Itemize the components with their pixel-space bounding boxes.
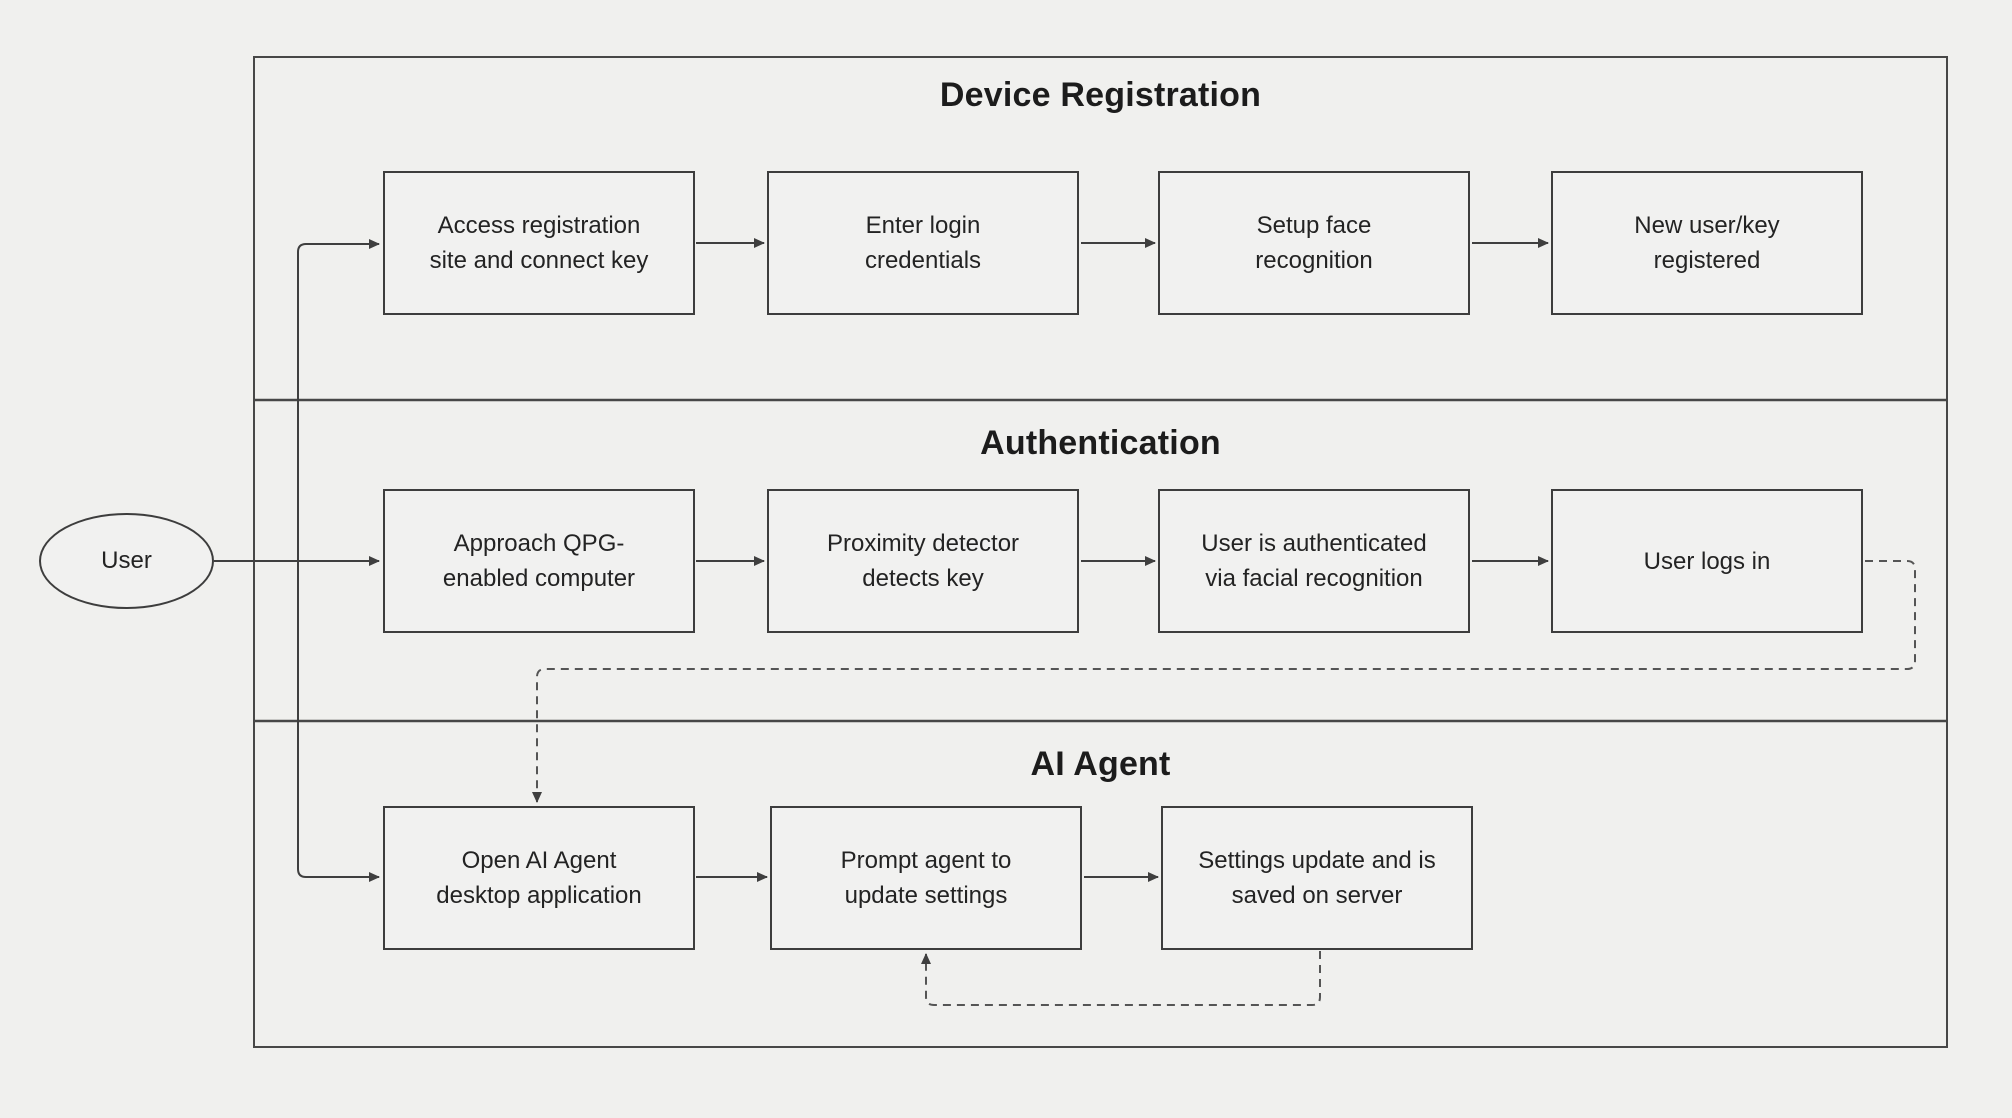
- node-enter-login-credentials: Enter login credentials: [767, 171, 1079, 315]
- lane-title-ai-agent: AI Agent: [1030, 745, 1171, 783]
- node-open-ai-agent-desktop-app: Open AI Agent desktop application: [383, 806, 695, 950]
- lane-title-authentication: Authentication: [980, 424, 1221, 462]
- node-label: Access registration site and connect key: [429, 212, 649, 274]
- swimlane-container: [253, 56, 1948, 1048]
- edge-user-reg1: [297, 239, 380, 561]
- node-new-user-key-registered: New user/key registered: [1551, 171, 1863, 315]
- node-label: Proximity detector detects key: [826, 530, 1020, 592]
- edge-ai3-ai2-dashed: [921, 951, 1321, 1006]
- node-label: Enter login credentials: [864, 212, 982, 274]
- node-label: Setup face recognition: [1255, 212, 1373, 274]
- node-label: Approach QPG- enabled computer: [442, 530, 636, 592]
- node-setup-face-recognition: Setup face recognition: [1158, 171, 1470, 315]
- node-label: User is authenticated via facial recogni…: [1201, 530, 1427, 592]
- actor-user-label: User: [101, 547, 152, 574]
- node-user-logs-in: User logs in: [1551, 489, 1863, 633]
- node-settings-update-saved-server: Settings update and is saved on server: [1161, 806, 1473, 950]
- node-prompt-agent-update-settings: Prompt agent to update settings: [770, 806, 1082, 950]
- node-proximity-detector-detects-key: Proximity detector detects key: [767, 489, 1079, 633]
- node-label: Settings update and is saved on server: [1198, 847, 1436, 909]
- edge-user-ai1: [297, 561, 380, 882]
- node-access-registration-site: Access registration site and connect key: [383, 171, 695, 315]
- node-label: Open AI Agent desktop application: [436, 847, 642, 909]
- lane-title-device-registration: Device Registration: [939, 76, 1262, 114]
- node-label: Prompt agent to update settings: [840, 847, 1012, 909]
- actor-user: User: [39, 513, 214, 609]
- node-user-authenticated-facial-recognition: User is authenticated via facial recogni…: [1158, 489, 1470, 633]
- edge-auth4-ai1-dashed: [532, 560, 1916, 803]
- node-label: New user/key registered: [1634, 212, 1780, 274]
- node-approach-qpg-computer: Approach QPG- enabled computer: [383, 489, 695, 633]
- node-label: User logs in: [1643, 547, 1771, 575]
